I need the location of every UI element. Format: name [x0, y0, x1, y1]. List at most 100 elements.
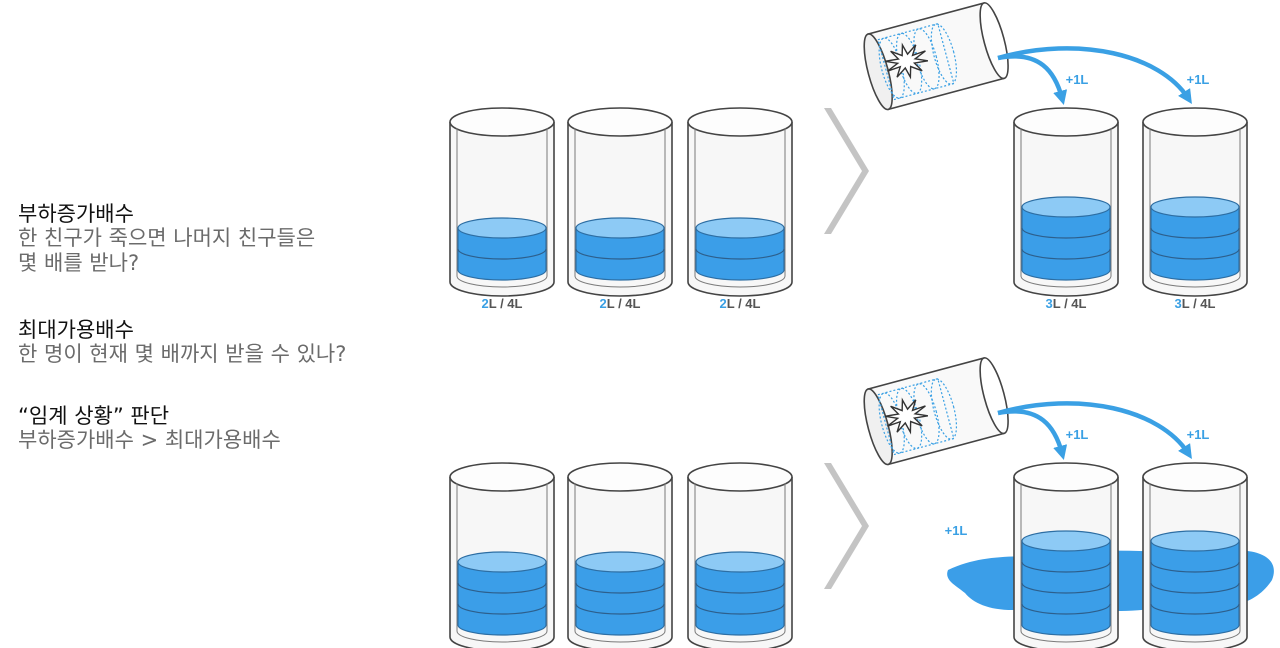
cup-rim	[567, 462, 673, 492]
explosion-icon	[884, 397, 928, 435]
water-surface	[457, 217, 547, 239]
water-level-line	[1150, 603, 1240, 615]
volume-capacity: L / 4L	[727, 296, 761, 311]
water-level-line	[1021, 561, 1111, 573]
cup-inner-wall	[694, 128, 786, 288]
water-level-line	[695, 603, 785, 615]
cup-inner-wall	[456, 483, 548, 643]
volume-label: 2L / 4L	[600, 296, 641, 311]
cup-inner-wall	[1020, 128, 1112, 288]
failed-server-cup	[863, 357, 1009, 466]
cup-inner-wall	[694, 483, 786, 643]
cup-rim	[567, 107, 673, 137]
server-cup-before: 2L / 4L	[687, 107, 793, 311]
water-surface	[1150, 196, 1240, 218]
water-level-line	[695, 582, 785, 594]
tipped-cup-bottom	[863, 33, 893, 111]
water-volume	[1150, 207, 1240, 281]
volume-amount: 2	[482, 296, 489, 311]
water-level-line	[575, 603, 665, 615]
water-level-line	[1021, 603, 1111, 615]
server-cup-before: 3L / 4L	[687, 462, 793, 648]
server-cup-after: 3L / 4L	[1142, 107, 1248, 311]
transfer-arrow	[997, 46, 1192, 105]
max-capacity-question: 한 명이 현재 몇 배까지 받을 수 있나?	[18, 342, 347, 366]
volume-capacity: L / 4L	[489, 296, 523, 311]
volume-label: 3L / 4L	[1046, 296, 1087, 311]
water-surface	[695, 217, 785, 239]
max-capacity-heading: 최대가용배수	[18, 318, 134, 342]
failed-server-cup	[863, 2, 1009, 111]
transfer-label: +1L	[1066, 72, 1089, 87]
server-cup-before: 3L / 4L	[449, 462, 555, 648]
cup-rim	[1013, 107, 1119, 137]
water-level-line	[1150, 248, 1240, 260]
water-level-line	[1021, 248, 1111, 260]
water-level-line	[457, 603, 547, 615]
water-surface	[1021, 196, 1111, 218]
spilled-water-outline	[877, 22, 955, 101]
explosion-icon	[884, 42, 928, 80]
water-surface	[695, 551, 785, 573]
water-surface	[575, 551, 665, 573]
overflow-label: +1L	[945, 523, 968, 538]
cup-rim	[449, 462, 555, 492]
tipped-cup-bottom	[863, 388, 893, 466]
cup-rim	[1013, 462, 1119, 492]
water-surface	[1021, 530, 1111, 552]
cup-rim	[687, 462, 793, 492]
transition-chevron-icon	[824, 108, 869, 234]
load-multiplier-question-line2: 몇 배를 받나?	[18, 251, 140, 275]
water-volume	[457, 562, 547, 636]
transfer-label: +1L	[1066, 427, 1089, 442]
water-volume	[575, 228, 665, 281]
cup-inner-wall	[574, 128, 666, 288]
transfer-arrow	[997, 401, 1192, 460]
volume-amount: 2	[600, 296, 607, 311]
critical-judgement-block: “임계 상황” 판단 부하증가배수 > 최대가용배수	[18, 404, 281, 453]
cup-rim	[1142, 107, 1248, 137]
water-surface	[575, 217, 665, 239]
spilled-water-outline	[930, 23, 958, 85]
volume-amount: 3	[1046, 296, 1053, 311]
water-volume	[457, 228, 547, 281]
critical-judgement-formula: 부하증가배수 > 최대가용배수	[18, 428, 281, 452]
spilled-water-outline	[930, 378, 958, 440]
volume-amount: 2	[720, 296, 727, 311]
transfer-label: +1L	[1187, 72, 1210, 87]
server-cup-before: 3L / 4L	[567, 462, 673, 648]
volume-label: 2L / 4L	[720, 296, 761, 311]
transition-chevron-icon	[824, 463, 869, 589]
cup-inner-wall	[1149, 483, 1241, 643]
load-multiplier-heading: 부하증가배수	[18, 202, 134, 226]
critical-judgement-heading: “임계 상황” 판단	[18, 404, 170, 428]
volume-label: 2L / 4L	[482, 296, 523, 311]
transfer-label: +1L	[1187, 427, 1210, 442]
water-volume	[695, 228, 785, 281]
max-capacity-block: 최대가용배수 한 명이 현재 몇 배까지 받을 수 있나?	[18, 318, 346, 367]
load-multiplier-block: 부하증가배수 한 친구가 죽으면 나머지 친구들은 몇 배를 받나?	[18, 202, 315, 276]
volume-capacity: L / 4L	[1053, 296, 1087, 311]
server-cup-after: 4L / 4L	[1013, 462, 1119, 648]
volume-capacity: L / 4L	[1182, 296, 1216, 311]
volume-capacity: L / 4L	[607, 296, 641, 311]
cup-inner-wall	[574, 483, 666, 643]
server-cup-after: 3L / 4L	[1013, 107, 1119, 311]
water-level-line	[1021, 582, 1111, 594]
cup-rim	[1142, 462, 1248, 492]
water-level-line	[1021, 227, 1111, 239]
cup-inner-wall	[456, 128, 548, 288]
water-volume	[1150, 541, 1240, 636]
water-volume	[695, 562, 785, 636]
server-cup-after: 4L / 4L	[1142, 462, 1248, 648]
cup-rim	[687, 107, 793, 137]
water-volume	[575, 562, 665, 636]
water-level-line	[457, 582, 547, 594]
cup-rim	[449, 107, 555, 137]
server-cup-before: 2L / 4L	[567, 107, 673, 311]
spilled-water-outline	[877, 377, 955, 456]
water-surface	[457, 551, 547, 573]
cup-inner-wall	[1149, 128, 1241, 288]
water-level-line	[1150, 582, 1240, 594]
